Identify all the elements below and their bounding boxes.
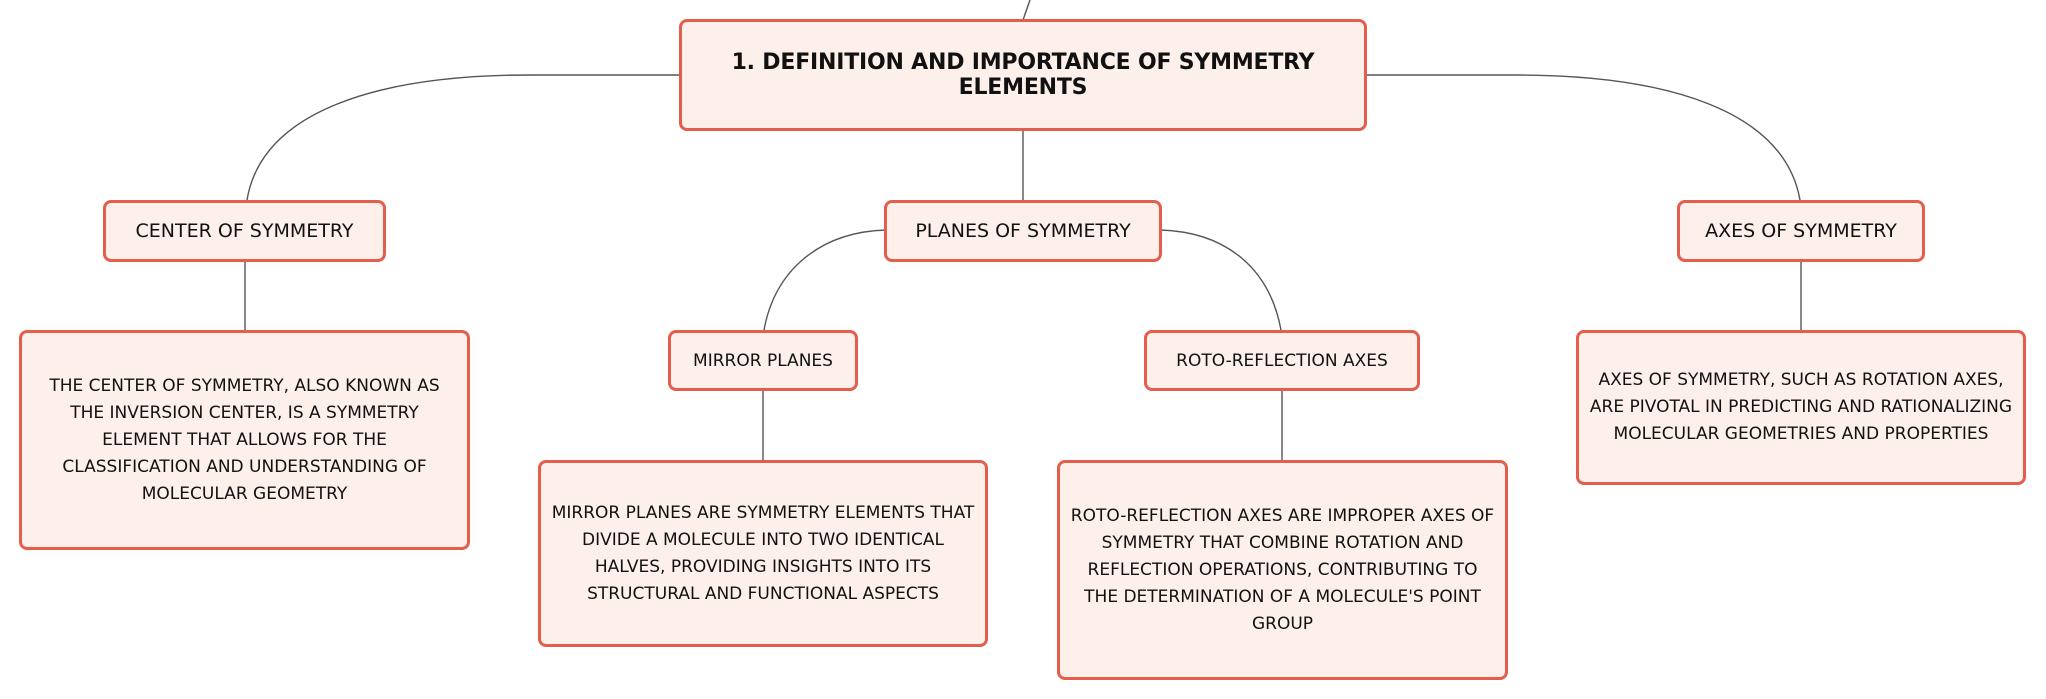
root-topic-label: 1. DEFINITION AND IMPORTANCE OF SYMMETRY… <box>731 50 1315 100</box>
mirror-planes-label: MIRROR PLANES <box>693 350 833 371</box>
roto-reflection-axes-node[interactable]: ROTO-REFLECTION AXES <box>1144 330 1420 391</box>
planes-of-symmetry-label: PLANES OF SYMMETRY <box>915 220 1131 242</box>
roto-reflection-axes-description[interactable]: ROTO-REFLECTION AXES ARE IMPROPER AXES O… <box>1057 460 1508 680</box>
axes-of-symmetry-description-text: AXES OF SYMMETRY, SUCH AS ROTATION AXES,… <box>1589 370 2013 444</box>
roto-reflection-axes-label: ROTO-REFLECTION AXES <box>1176 350 1388 371</box>
axes-of-symmetry-node[interactable]: AXES OF SYMMETRY <box>1677 200 1925 262</box>
center-of-symmetry-label: CENTER OF SYMMETRY <box>135 220 354 242</box>
planes-of-symmetry-node[interactable]: PLANES OF SYMMETRY <box>884 200 1162 262</box>
mirror-planes-description[interactable]: MIRROR PLANES ARE SYMMETRY ELEMENTS THAT… <box>538 460 988 647</box>
roto-reflection-axes-description-text: ROTO-REFLECTION AXES ARE IMPROPER AXES O… <box>1070 505 1495 634</box>
axes-of-symmetry-label: AXES OF SYMMETRY <box>1705 220 1897 242</box>
connector-planes-to-roto <box>1159 229 1282 331</box>
center-of-symmetry-description[interactable]: THE CENTER OF SYMMETRY, ALSO KNOWN AS TH… <box>19 330 470 550</box>
root-topic-node[interactable]: 1. DEFINITION AND IMPORTANCE OF SYMMETRY… <box>679 19 1367 131</box>
connector-root-to-center <box>246 74 680 201</box>
connector-planes-to-mirror <box>763 229 887 331</box>
connector-parent-to-root <box>1022 0 1031 21</box>
mirror-planes-description-text: MIRROR PLANES ARE SYMMETRY ELEMENTS THAT… <box>551 502 975 604</box>
center-of-symmetry-node[interactable]: CENTER OF SYMMETRY <box>103 200 386 262</box>
mirror-planes-node[interactable]: MIRROR PLANES <box>668 330 858 391</box>
center-of-symmetry-description-text: THE CENTER OF SYMMETRY, ALSO KNOWN AS TH… <box>49 375 440 504</box>
connector-root-to-axes <box>1366 74 1801 201</box>
axes-of-symmetry-description[interactable]: AXES OF SYMMETRY, SUCH AS ROTATION AXES,… <box>1576 330 2026 485</box>
